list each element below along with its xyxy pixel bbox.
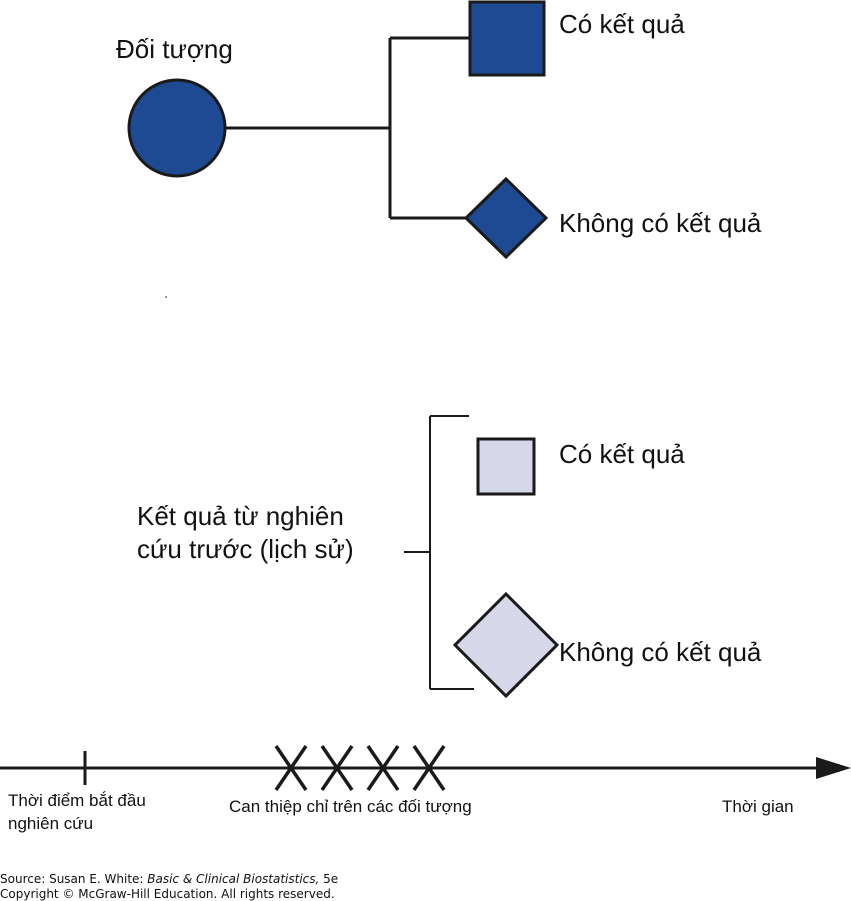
study-start-label-line2: nghiên cứu [8,814,93,833]
source-prefix: Source: Susan E. White: [0,872,147,886]
history-label-line1: Kết quả từ nghiên [137,501,344,531]
stray-dot [165,296,167,298]
study-start-label-line1: Thời điểm bắt đầu [8,791,146,810]
subject-circle [127,78,227,178]
intervention-x-mark [320,745,354,791]
outcome-no-label-top: Không có kết quả [559,208,762,238]
outcome-no-diamond-dark [463,176,549,260]
source-book-title: Basic & Clinical Biostatistics, [147,872,319,886]
outcome-yes-square-light [476,437,536,496]
source-line: Source: Susan E. White: Basic & Clinical… [0,872,338,886]
outcome-yes-square-dark [468,0,546,77]
outcome-yes-label-top: Có kết quả [559,9,685,39]
subject-label: Đối tượng [116,34,233,64]
source-edition: 5e [319,872,338,886]
intervention-x-mark [412,745,446,791]
intervention-label: Can thiệp chỉ trên các đối tượng [229,797,472,816]
timeline-arrowhead [816,757,851,779]
copyright-line: Copyright © McGraw-Hill Education. All r… [0,887,335,901]
intervention-marks [274,745,446,791]
outcome-no-diamond-light [452,591,560,699]
intervention-x-mark [366,745,400,791]
history-label-line2: cứu trước (lịch sử) [137,534,354,564]
outcome-yes-label-bottom: Có kết quả [559,439,685,469]
intervention-x-mark [274,745,308,791]
outcome-no-label-bottom: Không có kết quả [559,637,762,667]
time-label: Thời gian [722,797,794,816]
